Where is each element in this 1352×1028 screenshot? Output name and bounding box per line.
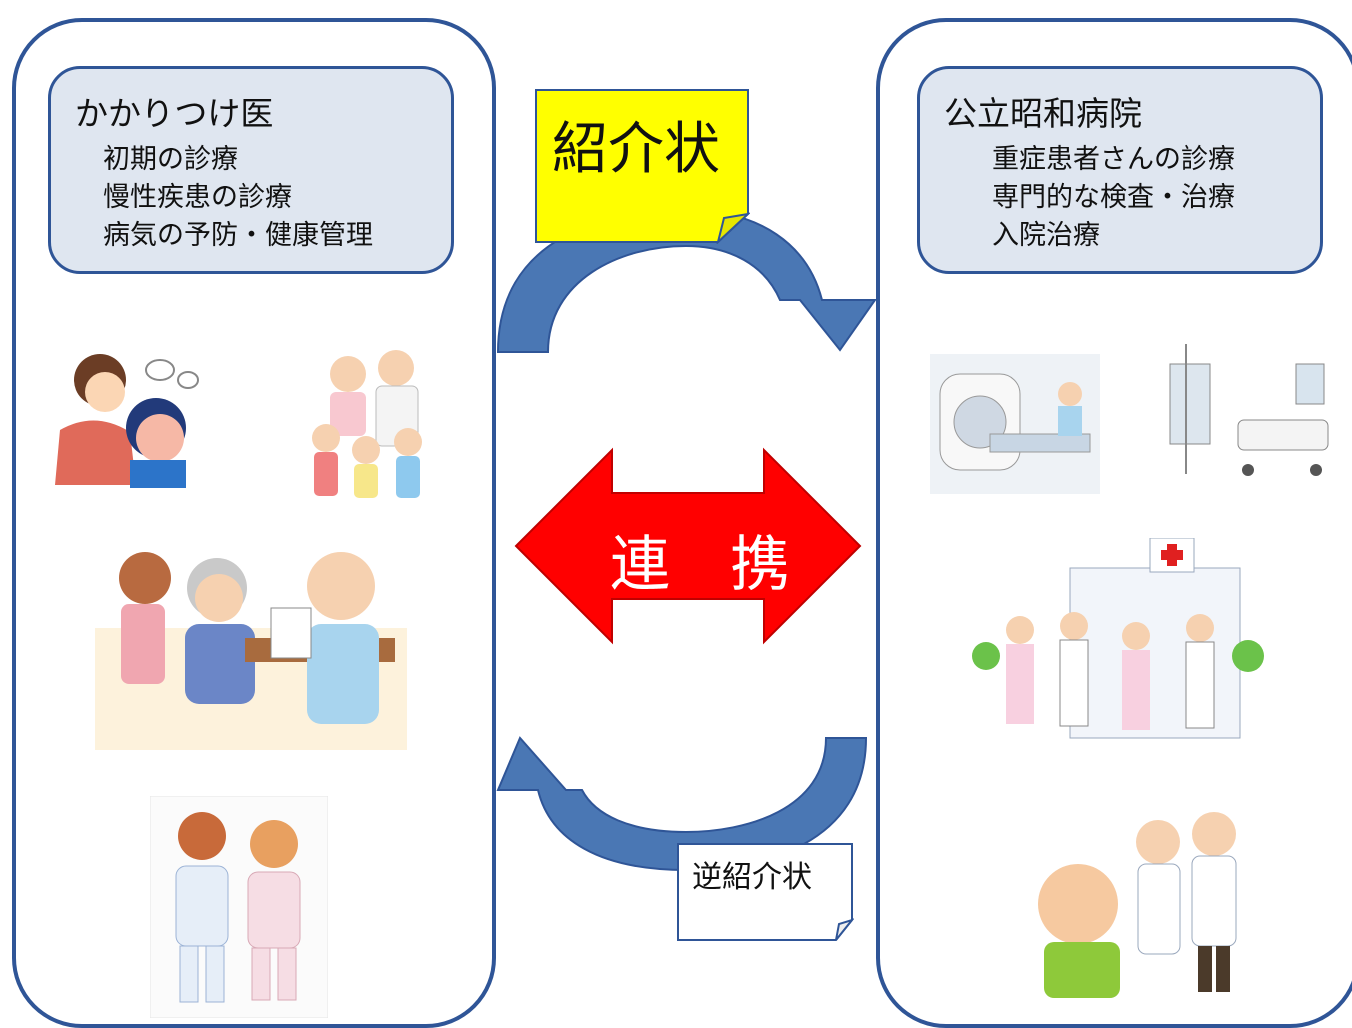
elderly-couple-walking-icon <box>150 796 328 1018</box>
referral-note-text: 紹介状 <box>552 117 720 182</box>
reverse-referral-note-shape <box>677 843 854 941</box>
clinic-title: かかりつけ医 <box>75 94 274 133</box>
doctor-examining-elderly-man-icon <box>95 552 407 750</box>
hospital-title: 公立昭和病院 <box>944 94 1142 133</box>
cooperation-double-arrow <box>514 447 862 645</box>
reverse-referral-note-text: 逆紹介状 <box>692 860 812 895</box>
clinic-info-box: かかりつけ医 初期の診療 慢性疾患の診療 病気の予防・健康管理 <box>48 66 454 274</box>
hospital-item: 専門的な検査・治療 <box>992 182 1235 213</box>
hospital-bed-and-equipment-icon <box>1169 344 1329 476</box>
mri-scanner-icon <box>930 354 1100 494</box>
clinic-item: 病気の予防・健康管理 <box>103 220 373 251</box>
sick-child-with-mother-icon <box>55 354 199 488</box>
hospital-item: 入院治療 <box>992 220 1100 251</box>
hospital-info-box: 公立昭和病院 重症患者さんの診療 専門的な検査・治療 入院治療 <box>917 66 1323 274</box>
referral-note-shape <box>535 89 750 244</box>
clinic-item: 慢性疾患の診療 <box>103 182 292 213</box>
happy-patient-with-nurse-and-doctor-icon <box>1038 812 1237 998</box>
clinic-item: 初期の診療 <box>103 144 238 175</box>
hospital-staff-icon <box>972 538 1264 739</box>
family-with-nurse-and-doctor-icon <box>312 350 422 498</box>
cooperation-label: 連 携 <box>610 530 790 600</box>
hospital-item: 重症患者さんの診療 <box>992 144 1235 175</box>
